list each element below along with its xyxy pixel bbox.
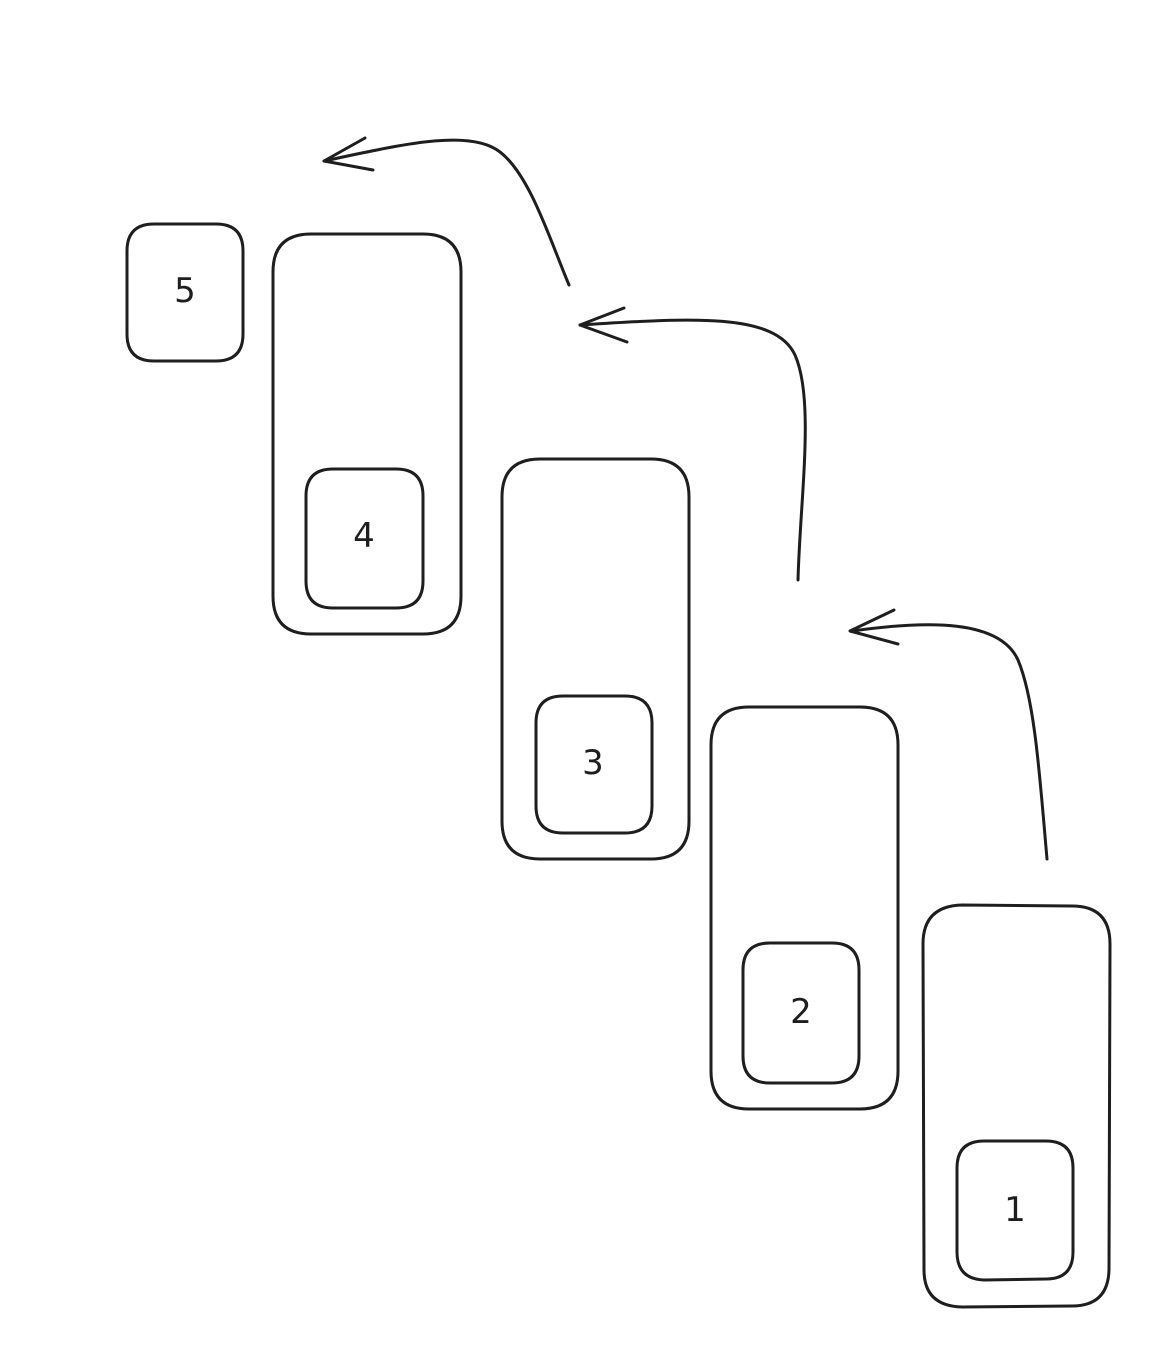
step-group-3: 3 [500, 457, 691, 861]
box-1 [955, 1139, 1075, 1282]
arrow-3-to-4 [322, 136, 571, 287]
arrow-3-to-4-head [322, 136, 375, 172]
step-label-3: 3 [582, 743, 604, 783]
arrow-2-to-3-head [578, 306, 629, 344]
arrow-1-to-2-shaft [850, 623, 1049, 861]
step-label-1: 1 [1004, 1190, 1026, 1230]
arrow-2-to-3 [578, 306, 807, 582]
step-group-2: 2 [709, 705, 900, 1111]
container-4 [271, 232, 463, 636]
step-label-2: 2 [790, 992, 812, 1032]
arrow-3-to-4-shaft [322, 138, 571, 287]
step-group-4: 4 [271, 232, 463, 636]
arrow-2-to-3-shaft [578, 318, 807, 582]
arrow-1-to-2 [848, 608, 1049, 861]
box-3 [534, 694, 654, 835]
step-label-5: 5 [174, 271, 196, 311]
box-4 [304, 467, 425, 610]
arrow-1-to-2-head [848, 608, 900, 646]
step-group-1: 1 [921, 903, 1112, 1309]
container-2 [709, 705, 900, 1111]
box-2 [741, 941, 861, 1085]
step-label-4: 4 [353, 516, 375, 556]
container-1 [921, 903, 1112, 1309]
step-group-5: 5 [125, 222, 245, 363]
box-5 [125, 222, 245, 363]
container-3 [500, 457, 691, 861]
